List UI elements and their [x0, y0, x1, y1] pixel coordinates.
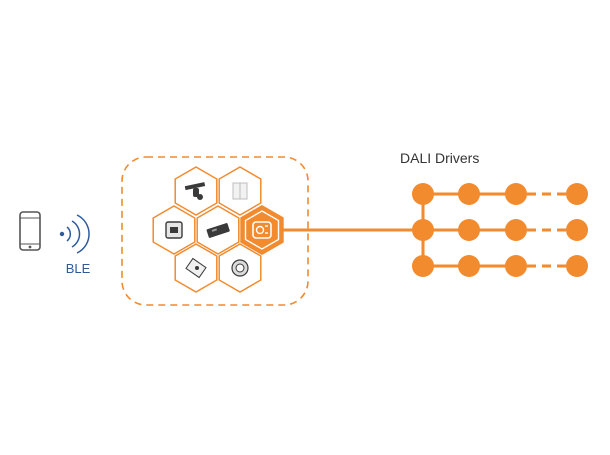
dali-driver-node: [412, 183, 434, 205]
dali-driver-node: [412, 255, 434, 277]
dali-driver-node: [458, 219, 480, 241]
dali-driver-row: [412, 183, 588, 205]
bluetooth-signal-icon: [59, 214, 90, 254]
dali-drivers-label: DALI Drivers: [400, 150, 480, 166]
dali-driver-node: [458, 255, 480, 277]
ble-label: BLE: [65, 261, 91, 276]
power-supply-icon: [196, 205, 240, 255]
wall-switch-icon: [218, 166, 262, 216]
downlight-icon: [218, 243, 262, 293]
dali-driver-node: [505, 255, 527, 277]
spotlight-icon: [174, 166, 218, 216]
device-hexagon-cluster: [152, 166, 284, 293]
control-module-icon: [152, 205, 196, 255]
dali-driver-row: [412, 219, 588, 241]
sensor-icon: [174, 243, 218, 293]
dali-driver-node: [566, 255, 588, 277]
dali-driver-row: [412, 255, 588, 277]
dali-driver-node: [505, 183, 527, 205]
dali-driver-node: [566, 219, 588, 241]
dali-gateway-icon: [240, 204, 284, 256]
dali-driver-node: [505, 219, 527, 241]
dali-driver-node: [412, 219, 434, 241]
smartphone-icon: [19, 211, 41, 251]
dali-driver-network: [412, 183, 588, 277]
dali-driver-node: [566, 183, 588, 205]
dali-driver-node: [458, 183, 480, 205]
